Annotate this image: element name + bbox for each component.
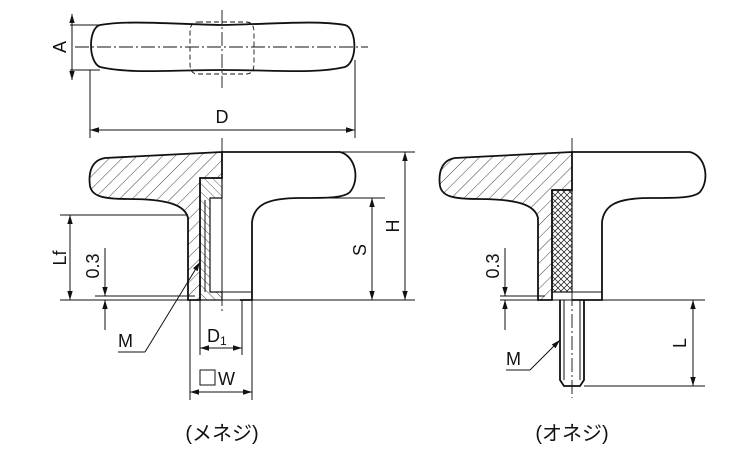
caption-female: (メネジ) (185, 423, 258, 445)
dim-W-label: W (218, 369, 235, 389)
leader-M-right-label: M (506, 349, 521, 369)
dim-A-label: A (50, 41, 70, 53)
female-thread-section: Lf 0.3 M D1 W S H (メネジ) (50, 138, 415, 445)
male-right-half-outline (572, 151, 707, 301)
top-view-hidden-boss (189, 21, 255, 75)
top-view: A D (50, 10, 368, 138)
top-view-outline (90, 21, 356, 73)
dim-L-label: L (670, 338, 690, 348)
square-symbol (199, 369, 216, 386)
male-knurled-insert (551, 189, 573, 293)
dim-H-label: H (383, 220, 403, 233)
caption-male: (オネジ) (535, 423, 608, 445)
dim-D1-label: D1 (207, 326, 227, 348)
male-section-hatched-body (438, 151, 573, 301)
dim-0.3-left-label: 0.3 (83, 253, 103, 278)
male-thread-section: 0.3 M L (オネジ) (438, 138, 707, 445)
female-section-hatched-body (88, 151, 223, 301)
dim-0.3-right-label: 0.3 (483, 253, 503, 278)
female-right-half-outline (222, 151, 357, 301)
dim-S-label: S (350, 244, 370, 256)
female-insert (199, 177, 223, 301)
dim-Lf-label: Lf (50, 249, 70, 265)
leader-M-left-label: M (118, 331, 133, 351)
dim-D-label: D (216, 107, 229, 127)
